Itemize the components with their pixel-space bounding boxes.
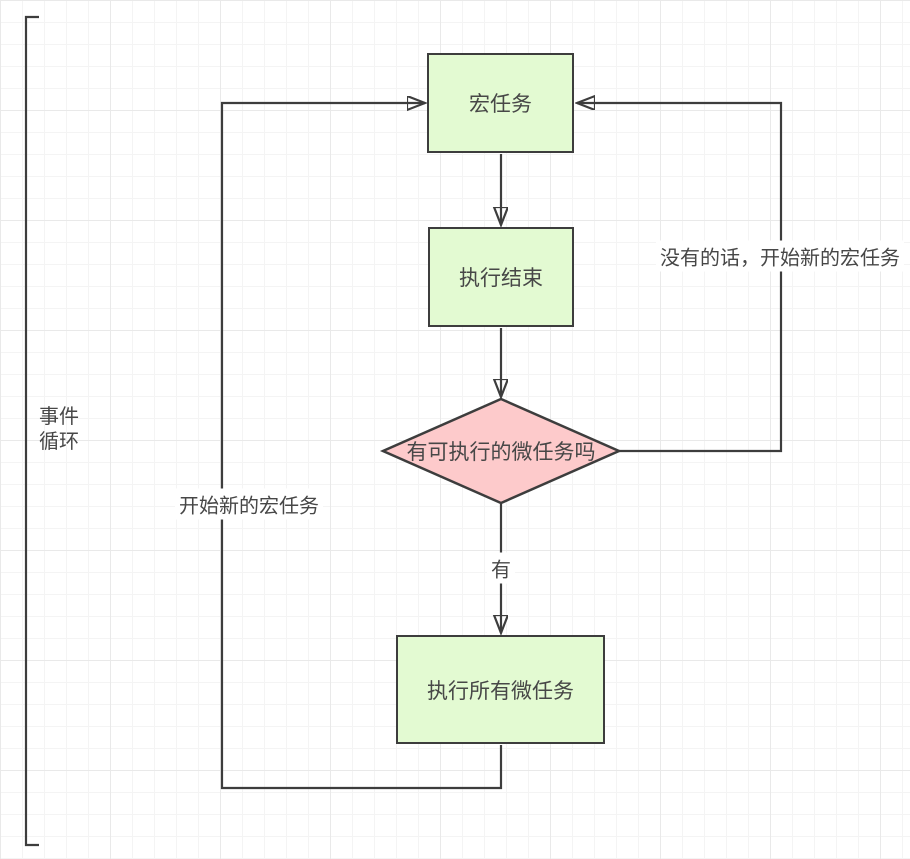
node-macro-task-label: 宏任务	[469, 93, 532, 116]
node-microtask-check-shape	[379, 397, 623, 505]
edge-label-start-new-macrotask: 开始新的宏任务	[175, 488, 323, 520]
node-execution-end-label: 执行结束	[459, 267, 543, 290]
event-loop-label: 事件 循环	[39, 405, 79, 455]
edge-label-yes: 有	[487, 552, 515, 584]
edge-right-loop	[577, 103, 783, 453]
node-execution-end: 执行结束	[428, 227, 574, 327]
node-run-all-microtasks-label: 执行所有微任务	[427, 679, 574, 703]
event-loop-bracket	[24, 15, 39, 847]
edge-left-loop	[220, 103, 503, 790]
node-run-all-microtasks: 执行所有微任务	[396, 635, 605, 744]
node-macro-task: 宏任务	[427, 53, 574, 153]
event-loop-label-line2: 循环	[39, 431, 79, 453]
event-loop-label-line1: 事件	[39, 406, 79, 428]
edge-label-no-start-new-macrotask: 没有的话，开始新的宏任务	[656, 240, 904, 272]
